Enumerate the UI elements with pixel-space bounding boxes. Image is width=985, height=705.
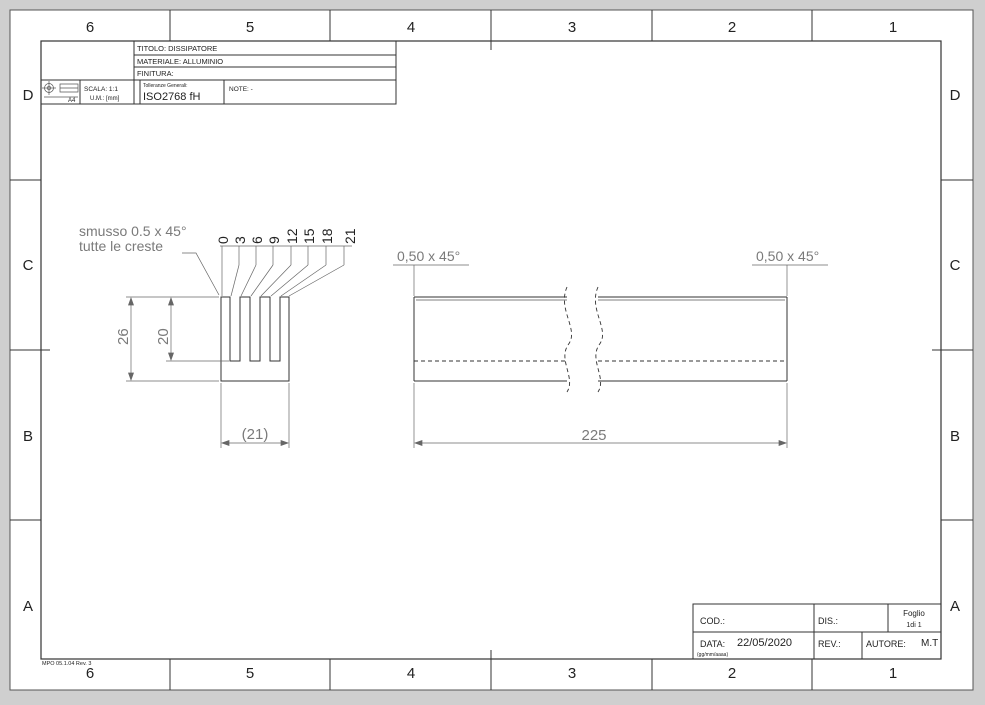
finitura-field: FINITURA:	[137, 69, 174, 78]
note-field: NOTE: -	[229, 86, 253, 93]
chamfer-note-line2: tutte le creste	[79, 238, 163, 254]
dim-height-total: 26	[115, 328, 132, 345]
chamfer-note-leader	[182, 252, 220, 296]
projection-symbol-icon	[42, 81, 79, 98]
data-format: (gg/mm/aaaa)	[697, 652, 728, 658]
chamfer-right: 0,50 x 45°	[756, 248, 819, 264]
zone-row-left-0: D	[23, 87, 34, 104]
autore-label: AUTORE:	[866, 639, 906, 649]
length-dimension-lines	[413, 383, 788, 448]
foglio-number: 1di 1	[906, 622, 921, 629]
title-block: TITOLO: DISSIPATORE MATERIALE: ALLUMINIO…	[40, 40, 397, 105]
zone-col-bottom-5: 1	[889, 665, 897, 682]
um-field: U.M.: [mm]	[90, 96, 120, 102]
side-view	[413, 286, 788, 393]
dim-width: (21)	[242, 426, 269, 443]
zone-col-top-4: 2	[728, 19, 736, 36]
form-reference: MPO 05.1.04 Rev. 3	[42, 661, 91, 667]
foglio-label: Foglio	[903, 609, 925, 618]
zone-col-bottom-1: 5	[246, 665, 254, 682]
format-field: A4	[68, 98, 76, 104]
dim-height-fin: 20	[155, 328, 172, 345]
fin-position-15: 15	[301, 228, 317, 244]
scala-field: SCALA: 1:1	[84, 86, 118, 93]
width-dimension-lines	[220, 383, 290, 448]
zone-row-left-3: A	[23, 598, 33, 615]
zone-col-top-0: 6	[86, 19, 94, 36]
zone-row-right-0: D	[950, 87, 961, 104]
zone-col-top-2: 4	[407, 19, 415, 36]
break-line-left	[564, 286, 573, 393]
fin-position-leaders	[220, 245, 352, 297]
data-value: 22/05/2020	[737, 637, 792, 649]
fin-position-12: 12	[284, 228, 300, 244]
height-dimension-lines	[126, 296, 229, 382]
zone-row-right-1: C	[950, 257, 961, 274]
tolleranze-label: Tolleranze Generali:	[143, 83, 187, 89]
info-block: COD.: DIS.: Foglio 1di 1 DATA: 22/05/202…	[692, 603, 942, 660]
fin-position-18: 18	[319, 228, 335, 244]
zone-col-top-5: 1	[889, 19, 897, 36]
fin-position-0: 0	[215, 236, 231, 244]
fin-position-3: 3	[232, 236, 248, 244]
data-label: DATA:	[700, 639, 725, 649]
zone-col-bottom-2: 4	[407, 665, 415, 682]
tolleranze-value: ISO2768 fH	[143, 91, 201, 103]
dis-field: DIS.:	[818, 616, 838, 626]
zone-row-right-3: A	[950, 598, 960, 615]
autore-value: M.T	[921, 638, 938, 649]
fin-position-9: 9	[266, 236, 282, 244]
cod-field: COD.:	[700, 616, 725, 626]
zone-col-bottom-0: 6	[86, 665, 94, 682]
zone-ticks	[10, 10, 973, 690]
zone-row-left-2: B	[23, 428, 33, 445]
zone-col-top-3: 3	[568, 19, 576, 36]
chamfer-left: 0,50 x 45°	[397, 248, 460, 264]
zone-row-right-2: B	[950, 428, 960, 445]
zone-row-left-1: C	[23, 257, 34, 274]
zone-col-bottom-4: 2	[728, 665, 736, 682]
chamfer-note-line1: smusso 0.5 x 45°	[79, 223, 187, 239]
chamfer-leaders	[393, 264, 828, 296]
zone-col-bottom-3: 3	[568, 665, 576, 682]
fin-position-21: 21	[342, 228, 358, 244]
sheet-paper	[9, 9, 974, 691]
rev-field: REV.:	[818, 639, 841, 649]
materiale-field: MATERIALE: ALLUMINIO	[137, 57, 223, 66]
break-line-right	[595, 286, 604, 393]
front-view	[220, 296, 290, 382]
fin-position-6: 6	[249, 236, 265, 244]
dim-length: 225	[581, 427, 606, 444]
titolo-field: TITOLO: DISSIPATORE	[137, 44, 217, 53]
zone-col-top-1: 5	[246, 19, 254, 36]
